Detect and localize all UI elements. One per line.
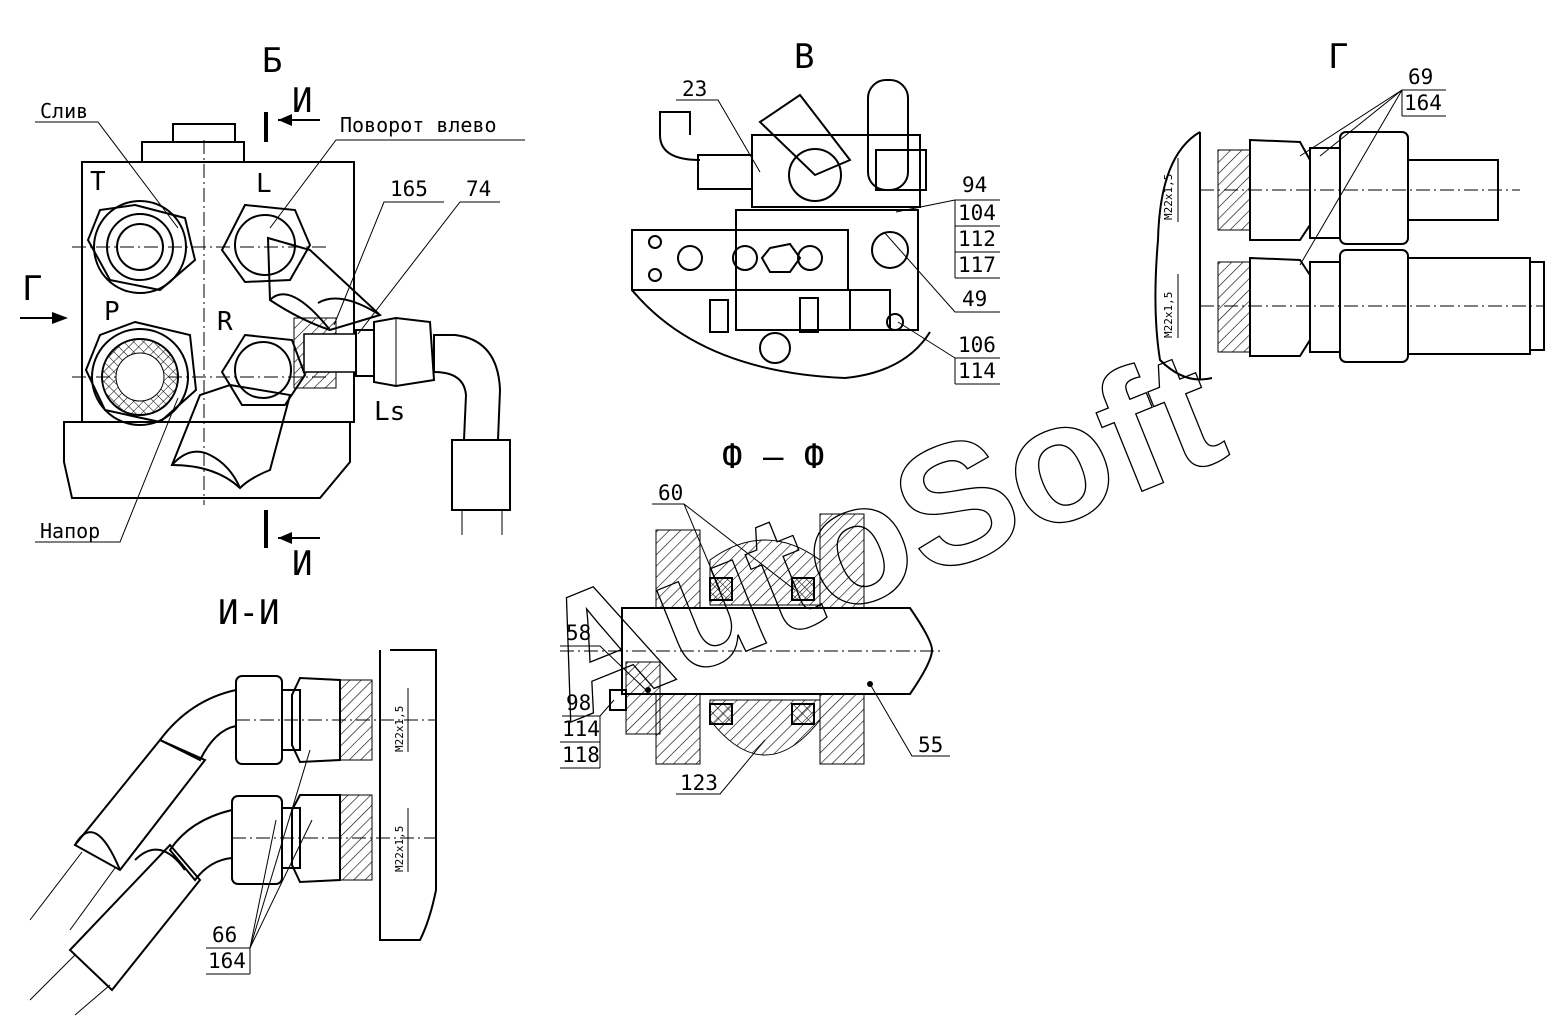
label-sliv: Слив [40,99,88,123]
callout-98: 98 [566,691,591,715]
port-ls-label: Ls [374,397,405,427]
seal-bottom-right [791,703,815,725]
view-v-break-line [631,230,931,380]
lower-nut-ii [231,795,283,885]
view-v: В 23 94 104 112 117 49 [631,37,1000,385]
upper-hose-sleeve-ii [73,738,207,872]
upper-hose-left [659,111,701,161]
callout-49: 49 [962,287,987,311]
ls-swivel-nut [373,316,436,388]
thread-g2: M22x1,5 [1162,292,1175,338]
port-l-label: L [256,169,272,199]
block-top-stub [172,123,236,143]
label-povorot: Поворот влево [340,113,497,137]
section-ii-title: И-И [218,593,279,633]
upper-adapter-ii [291,676,341,764]
callout-106: 106 [958,333,996,357]
callout-94: 94 [962,173,987,197]
port-t-label: T [90,167,106,197]
valve-block-base [63,421,351,499]
label-napor: Напор [40,519,100,543]
section-mark-bottom: И [292,544,312,584]
callout-60: 60 [658,481,683,505]
thread-ii2: M22x1,5 [393,826,406,872]
seal-bottom-left [709,703,733,725]
callout-164-g: 164 [1404,91,1442,115]
pin-55 [621,607,934,695]
callout-58: 58 [566,621,591,645]
section-ii-wall [379,649,437,941]
seal-top-right [791,577,815,601]
callout-23: 23 [682,77,707,101]
port-l-hex-nut [220,203,312,284]
thread-g1: M22x1,5 [1162,174,1175,220]
upper-elbow-ii [158,688,237,762]
lower-elbow-ii [168,808,233,882]
callout-117: 117 [958,253,996,277]
port-p-label: P [104,297,120,327]
wall-right-bottom [819,693,865,765]
view-b-title: Б [262,41,282,81]
watermark: AutoSoft [509,313,1245,758]
valve-strip [631,229,849,291]
callout-118: 118 [562,743,600,767]
callout-104: 104 [958,201,996,225]
callout-55: 55 [918,733,943,757]
callout-114-ff: 114 [562,717,600,741]
valve-nut [760,242,802,273]
port-r-label: R [217,307,233,337]
callout-74: 74 [466,177,491,201]
callout-114-v: 114 [958,359,996,383]
lower-port-section [1217,261,1251,353]
block-top-plate [141,141,245,163]
ls-hose-sleeve [451,439,511,511]
view-v-title: В [794,37,814,77]
hose-l-sleeve [266,236,382,332]
upper-nut [1339,131,1409,245]
section-ff-title: Ф — Ф [722,437,824,477]
port-t-hex-nut [86,203,197,292]
port-p-hex-nut [84,320,198,424]
section-mark-top: И [292,81,312,121]
callout-165: 165 [390,177,428,201]
callout-123: 123 [680,771,718,795]
view-g-break-line [1154,131,1213,381]
wall-left-top [655,529,701,609]
callout-164-ii: 164 [208,949,246,973]
section-ff: Ф — Ф 60 58 98 114 118 55 [560,437,950,795]
thread-ii1: M22x1,5 [393,706,406,752]
view-g-arrow-label: Г [22,269,42,309]
wall-right-top [819,513,865,609]
lower-adapter [1249,256,1311,357]
section-ii: И-И M22x1,5 M22x1,5 66 164 [29,593,437,1016]
port-r-hex-nut [220,333,307,406]
callout-69: 69 [1408,65,1433,89]
callout-66: 66 [212,923,237,947]
view-g: Г M22x1,5 M22x1,5 69 164 [1154,37,1545,381]
ls-hose-elbow [433,334,502,441]
lower-hose-sleeve-ii [68,843,202,992]
upper-manifold [751,134,921,208]
seal-top-left [709,577,733,601]
view-b: Б T P L R [20,41,525,584]
view-g-title: Г [1328,37,1348,77]
callout-112: 112 [958,227,996,251]
